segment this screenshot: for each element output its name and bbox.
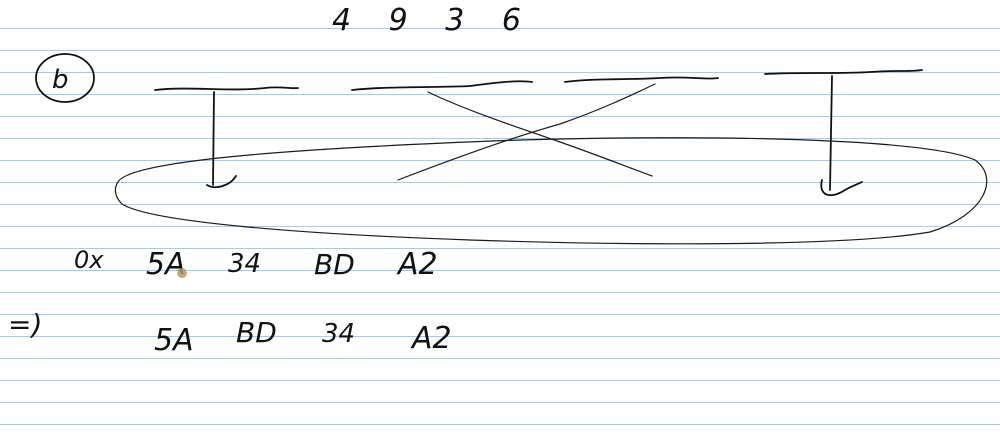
slot-line-3 xyxy=(564,76,719,83)
reordered-byte-1: 5A xyxy=(154,323,194,358)
slot-line-2 xyxy=(351,80,533,91)
hex-line: 0x 5A 34 BD A2 xyxy=(74,246,438,282)
circled-mark-label: b xyxy=(52,65,69,95)
circled-mark: b xyxy=(35,53,95,103)
grouping-ellipse xyxy=(114,137,988,245)
reordered-byte-4: A2 xyxy=(410,321,452,356)
arrow-down-1 xyxy=(206,91,237,189)
top-digits: 4 9 3 6 xyxy=(332,3,535,38)
hex-byte-4: A2 xyxy=(396,247,438,282)
hex-prefix: 0x xyxy=(74,246,104,274)
arrow-down-4 xyxy=(820,75,863,197)
slot-line-4 xyxy=(764,69,923,75)
reordered-byte-2: BD xyxy=(236,316,277,349)
implies-symbol: =) xyxy=(8,308,42,341)
hex-byte-3: BD xyxy=(314,248,355,281)
cursor-dot xyxy=(177,268,187,278)
hex-byte-2: 34 xyxy=(228,249,261,279)
slot-line-1 xyxy=(154,86,299,91)
mark-circle xyxy=(35,53,95,103)
swap-line-2 xyxy=(397,83,656,181)
reordered-line: 5A BD 34 A2 xyxy=(154,316,452,358)
swap-line-1 xyxy=(427,91,653,177)
reordered-byte-3: 34 xyxy=(322,319,355,349)
